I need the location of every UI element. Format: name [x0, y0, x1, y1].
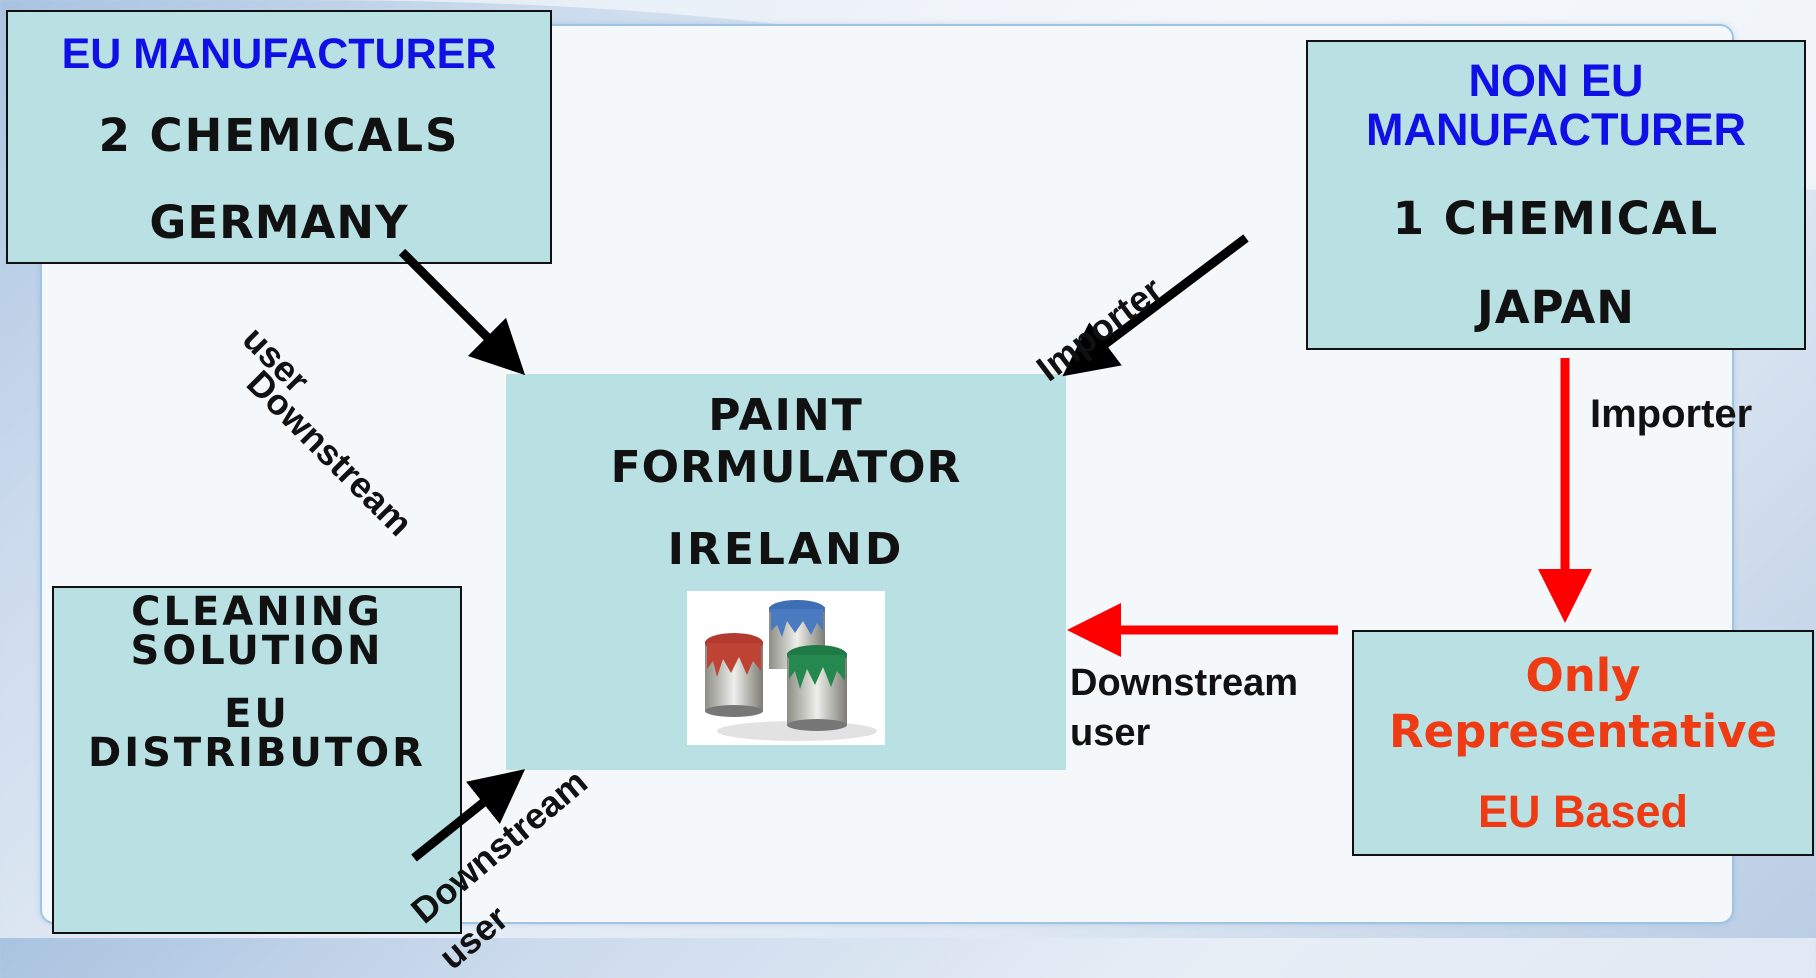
paint-cans-icon: [705, 600, 877, 741]
arrows-layer: [398, 234, 1592, 862]
cleaning-solution-line2: SOLUTION: [130, 628, 384, 674]
label-or-downstream-line1: Downstream: [1070, 662, 1299, 704]
arrow-formulator-to-cleaning: [411, 769, 526, 862]
non-eu-manufacturer-chemicals: 1 CHEMICAL: [1392, 192, 1720, 245]
eu-manufacturer-country: GERMANY: [149, 196, 409, 249]
only-representative-line2: Representative: [1388, 705, 1778, 758]
cleaning-solution-line4: DISTRIBUTOR: [88, 730, 426, 776]
eu-manufacturer-chemicals: 2 CHEMICALS: [98, 109, 460, 162]
non-eu-manufacturer-country: JAPAN: [1477, 281, 1635, 334]
paint-formulator-line2: FORMULATOR: [610, 442, 962, 493]
paint-cans-image: [687, 591, 885, 745]
only-representative-line3: EU Based: [1477, 786, 1689, 837]
non-eu-manufacturer-title-line1: NON EU: [1468, 55, 1644, 106]
eu-manufacturer-title: EU MANUFACTURER: [61, 30, 497, 78]
non-eu-manufacturer-box: NON EU MANUFACTURER 1 CHEMICAL JAPAN: [1306, 40, 1806, 350]
paint-formulator-country: IRELAND: [667, 524, 905, 575]
arrow-eu-to-formulator: [398, 248, 526, 376]
non-eu-manufacturer-title-line2: MANUFACTURER: [1366, 104, 1746, 155]
paint-formulator-line1: PAINT: [708, 390, 864, 441]
eu-manufacturer-box: EU MANUFACTURER 2 CHEMICALS GERMANY: [6, 10, 552, 264]
only-representative-box: Only Representative EU Based: [1352, 630, 1814, 856]
label-japan-importer-vertical: Importer: [1590, 392, 1753, 436]
label-or-downstream-line2: user: [1070, 712, 1151, 754]
only-representative-line1: Only: [1525, 649, 1641, 702]
paint-formulator-box: PAINT FORMULATOR IRELAND: [506, 374, 1066, 770]
cleaning-solution-line3: EU: [224, 691, 290, 737]
arrow-japan-to-formulator: [1062, 234, 1249, 377]
cleaning-solution-line1: CLEANING: [131, 589, 383, 635]
cleaning-solution-box: CLEANING SOLUTION EU DISTRIBUTOR: [52, 586, 462, 934]
